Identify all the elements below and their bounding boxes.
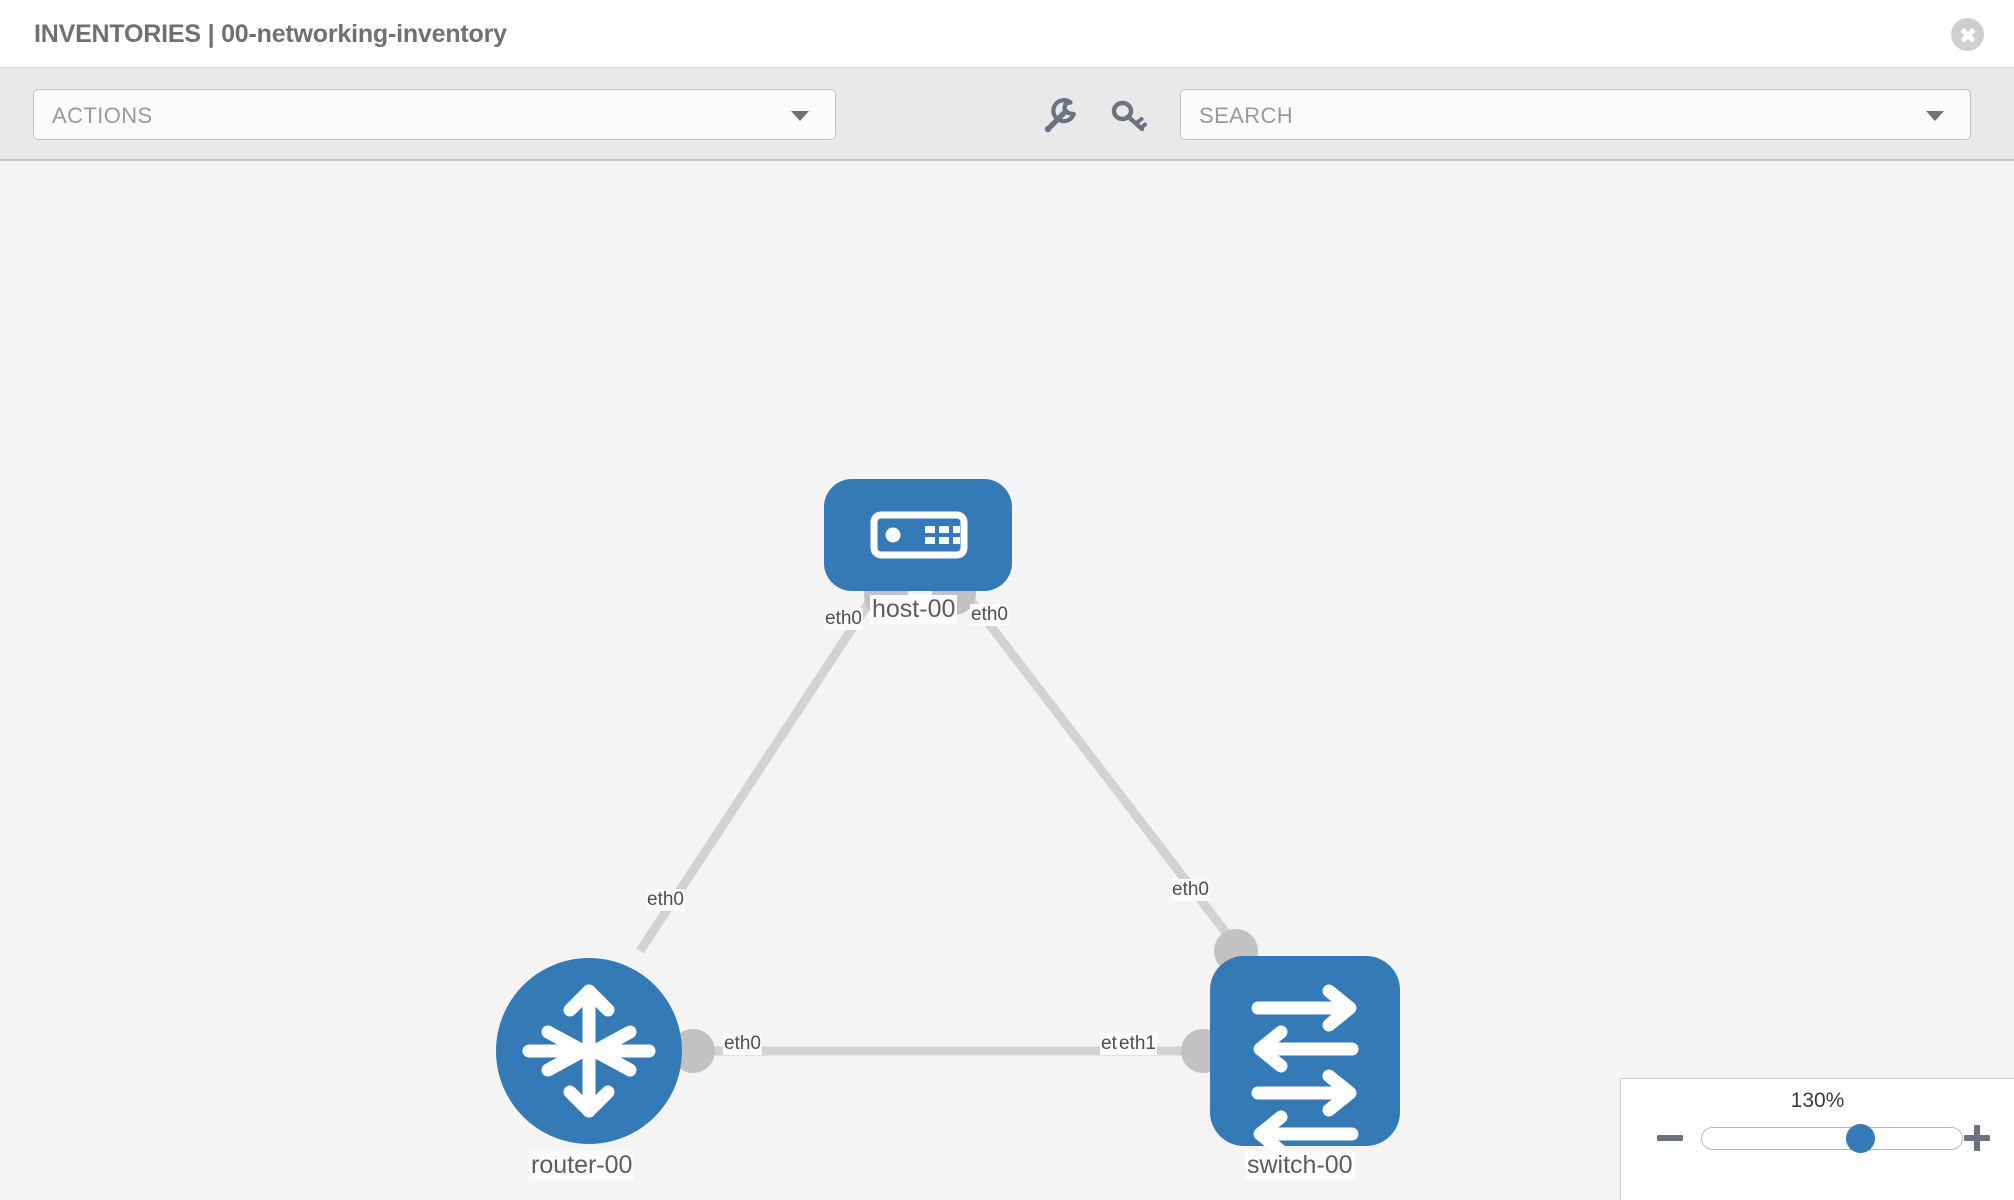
topology-canvas[interactable]: eth0 eth0 eth0 eth0 eth0 eth0 eth1 host-… bbox=[0, 161, 2014, 1200]
page-header: INVENTORIES | 00-networking-inventory bbox=[0, 0, 2014, 68]
node-router-00 bbox=[496, 958, 682, 1144]
iface-label: eth0 bbox=[1171, 879, 1210, 901]
server-icon bbox=[870, 511, 968, 559]
zoom-control-panel: 130% bbox=[1620, 1078, 2014, 1200]
toolbar: ACTIONS SEARCH bbox=[0, 68, 2014, 161]
node-switch-00 bbox=[1210, 956, 1400, 1158]
iface-label: eth0 bbox=[723, 1033, 762, 1055]
iface-label: eth0 bbox=[646, 889, 685, 911]
actions-dropdown-label: ACTIONS bbox=[52, 103, 153, 128]
zoom-slider[interactable] bbox=[1701, 1124, 1963, 1153]
page-title: INVENTORIES | 00-networking-inventory bbox=[34, 20, 507, 48]
node-host-00-shape bbox=[824, 479, 1012, 591]
topology-links bbox=[636, 583, 1244, 1056]
iface-label: eth0 bbox=[824, 608, 863, 630]
switch-arrows-icon bbox=[1251, 984, 1359, 1158]
node-host-00 bbox=[824, 479, 1012, 591]
topology-endpoints bbox=[671, 571, 1258, 1073]
zoom-in-button[interactable] bbox=[1962, 1123, 1992, 1153]
node-label-switch-00: switch-00 bbox=[1245, 1151, 1355, 1180]
zoom-level-label: 130% bbox=[1790, 1089, 1845, 1112]
zoom-out-button[interactable] bbox=[1655, 1123, 1685, 1153]
search-input[interactable]: SEARCH bbox=[1180, 89, 1971, 140]
node-label-host-00: host-00 bbox=[870, 595, 958, 624]
wrench-icon[interactable] bbox=[1040, 96, 1080, 136]
router-arrows-icon bbox=[522, 984, 656, 1118]
search-placeholder: SEARCH bbox=[1199, 103, 1294, 128]
actions-dropdown[interactable]: ACTIONS bbox=[33, 89, 836, 140]
endpoint-router-eth0 bbox=[671, 1029, 715, 1073]
key-icon[interactable] bbox=[1108, 96, 1148, 136]
topology-graph bbox=[496, 479, 1400, 1158]
iface-label: eth1 bbox=[1118, 1033, 1157, 1055]
chevron-down-icon bbox=[791, 110, 809, 121]
node-label-router-00: router-00 bbox=[529, 1151, 635, 1180]
zoom-slider-thumb[interactable] bbox=[1846, 1124, 1876, 1153]
iface-label: eth0 bbox=[970, 604, 1009, 626]
chevron-down-icon[interactable] bbox=[1926, 110, 1944, 121]
close-icon[interactable] bbox=[1951, 18, 1984, 51]
